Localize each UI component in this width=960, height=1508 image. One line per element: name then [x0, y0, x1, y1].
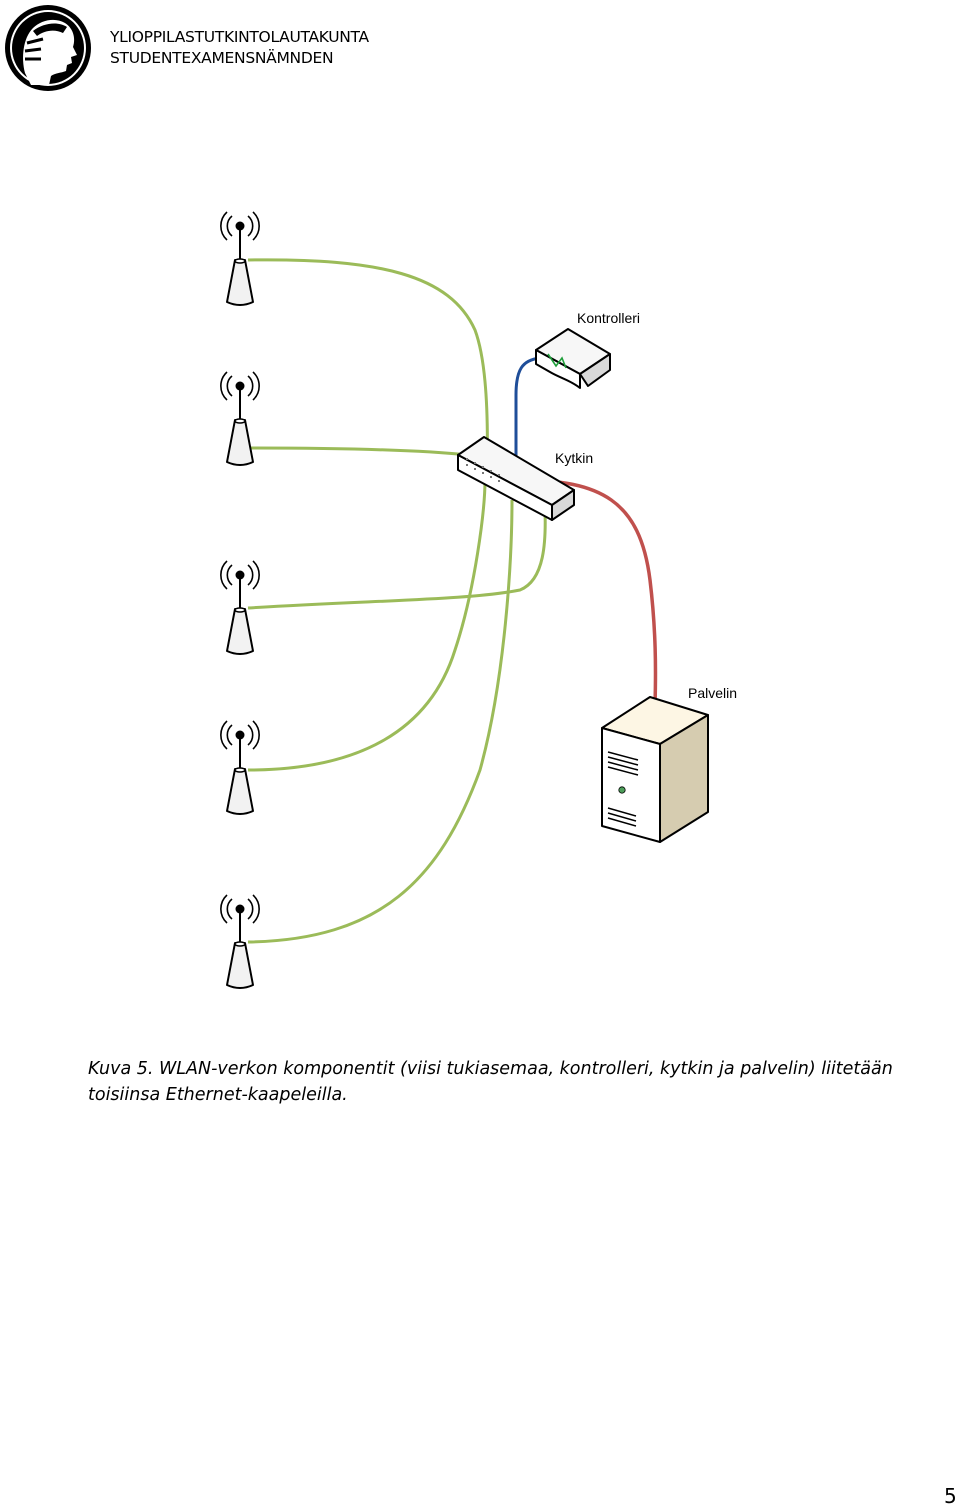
page-header: YLIOPPILASTUTKINTOLAUTAKUNTA STUDENTEXAM…	[0, 0, 960, 100]
ap-cable-4	[247, 479, 487, 772]
athena-head-logo-icon	[5, 5, 91, 91]
figure-caption: Kuva 5. WLAN-verkon komponentit (viisi t…	[88, 1059, 893, 1105]
organization-name-line1: YLIOPPILASTUTKINTOLAUTAKUNTA	[110, 28, 369, 46]
organization-name: YLIOPPILASTUTKINTOLAUTAKUNTA STUDENTEXAM…	[110, 27, 369, 69]
page-number: 5	[944, 1484, 957, 1508]
ap-cables	[247, 258, 547, 944]
wlan-network-diagram: Kontrolleri Kytkin Palvelin	[219, 211, 737, 989]
organization-name-line2: STUDENTEXAMENSNÄMNDEN	[110, 49, 334, 67]
wlan-controller-icon	[535, 328, 611, 389]
ap-cable-5	[247, 499, 514, 944]
server-label: Palvelin	[688, 685, 737, 701]
ap-cable-2	[247, 446, 469, 457]
server-cable	[519, 478, 658, 706]
wireless-access-point-icon	[219, 371, 261, 466]
ap-cable-3	[247, 509, 547, 610]
network-switch-icon	[457, 436, 575, 521]
controller-label: Kontrolleri	[577, 310, 640, 326]
server-tower-icon	[601, 696, 709, 843]
switch-label: Kytkin	[555, 450, 593, 466]
wireless-access-point-icon	[219, 720, 261, 815]
controller-cable	[514, 356, 541, 478]
ap-cable-1	[247, 258, 489, 471]
